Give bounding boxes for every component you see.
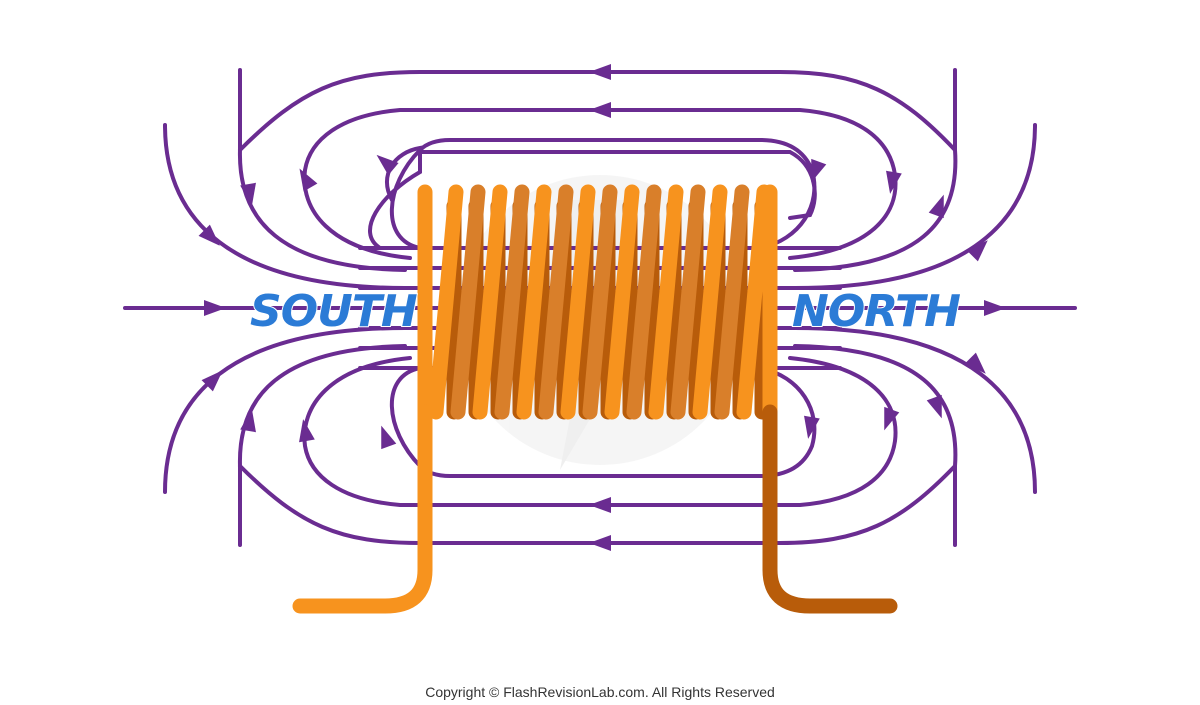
field-loop-top-outer (237, 68, 958, 272)
coil-front-turns (417, 184, 778, 420)
lead-wire-right (762, 404, 898, 614)
coil-front-turn (450, 184, 486, 420)
field-loop-bottom-far-left (163, 326, 407, 494)
triangle-arrow-icon (984, 300, 1006, 316)
coil-front-turn (736, 184, 772, 420)
coil-front-turn (582, 184, 618, 420)
field-loop-top-far-left (163, 123, 407, 290)
field-loop-top-inner-b (389, 138, 817, 250)
coil-front-turn (626, 184, 662, 420)
field-loop-bottom-mid (302, 356, 898, 507)
triangle-arrow-icon (882, 170, 902, 196)
north-pole-label: NORTH (792, 286, 960, 337)
coil-lead-wires (292, 404, 898, 614)
triangle-arrow-icon (800, 415, 820, 441)
coil-front-turn (494, 184, 530, 420)
field-loop-bottom-inner (389, 366, 817, 478)
triangle-arrow-icon (373, 422, 397, 450)
coil-front-turn (472, 184, 508, 420)
south-pole-label: SOUTH (250, 286, 417, 337)
triangle-arrow-icon (204, 300, 226, 316)
copyright-footer: Copyright © FlashRevisionLab.com. All Ri… (425, 684, 775, 700)
triangle-arrow-icon (371, 148, 399, 176)
field-loop-bottom-outer (237, 344, 958, 547)
field-loop-top-far-right (793, 123, 1037, 290)
coil-front-turn (560, 184, 596, 420)
coil-front-turn (604, 184, 640, 420)
triangle-arrow-icon (589, 497, 611, 513)
coil-front-turn (714, 184, 750, 420)
coil-front-turn (692, 184, 728, 420)
triangle-arrow-icon (589, 535, 611, 551)
triangle-arrow-icon (589, 64, 611, 80)
coil-front-turn (670, 184, 706, 420)
coil-front-turn (428, 184, 464, 420)
field-loop-bottom-far-right (793, 326, 1037, 494)
field-loop-top-mid (302, 108, 898, 260)
triangle-arrow-icon (589, 102, 611, 118)
coil-front-turn (538, 184, 574, 420)
coil-front-turn (516, 184, 552, 420)
lead-wire-left (292, 404, 433, 614)
coil-front-turn (648, 184, 684, 420)
